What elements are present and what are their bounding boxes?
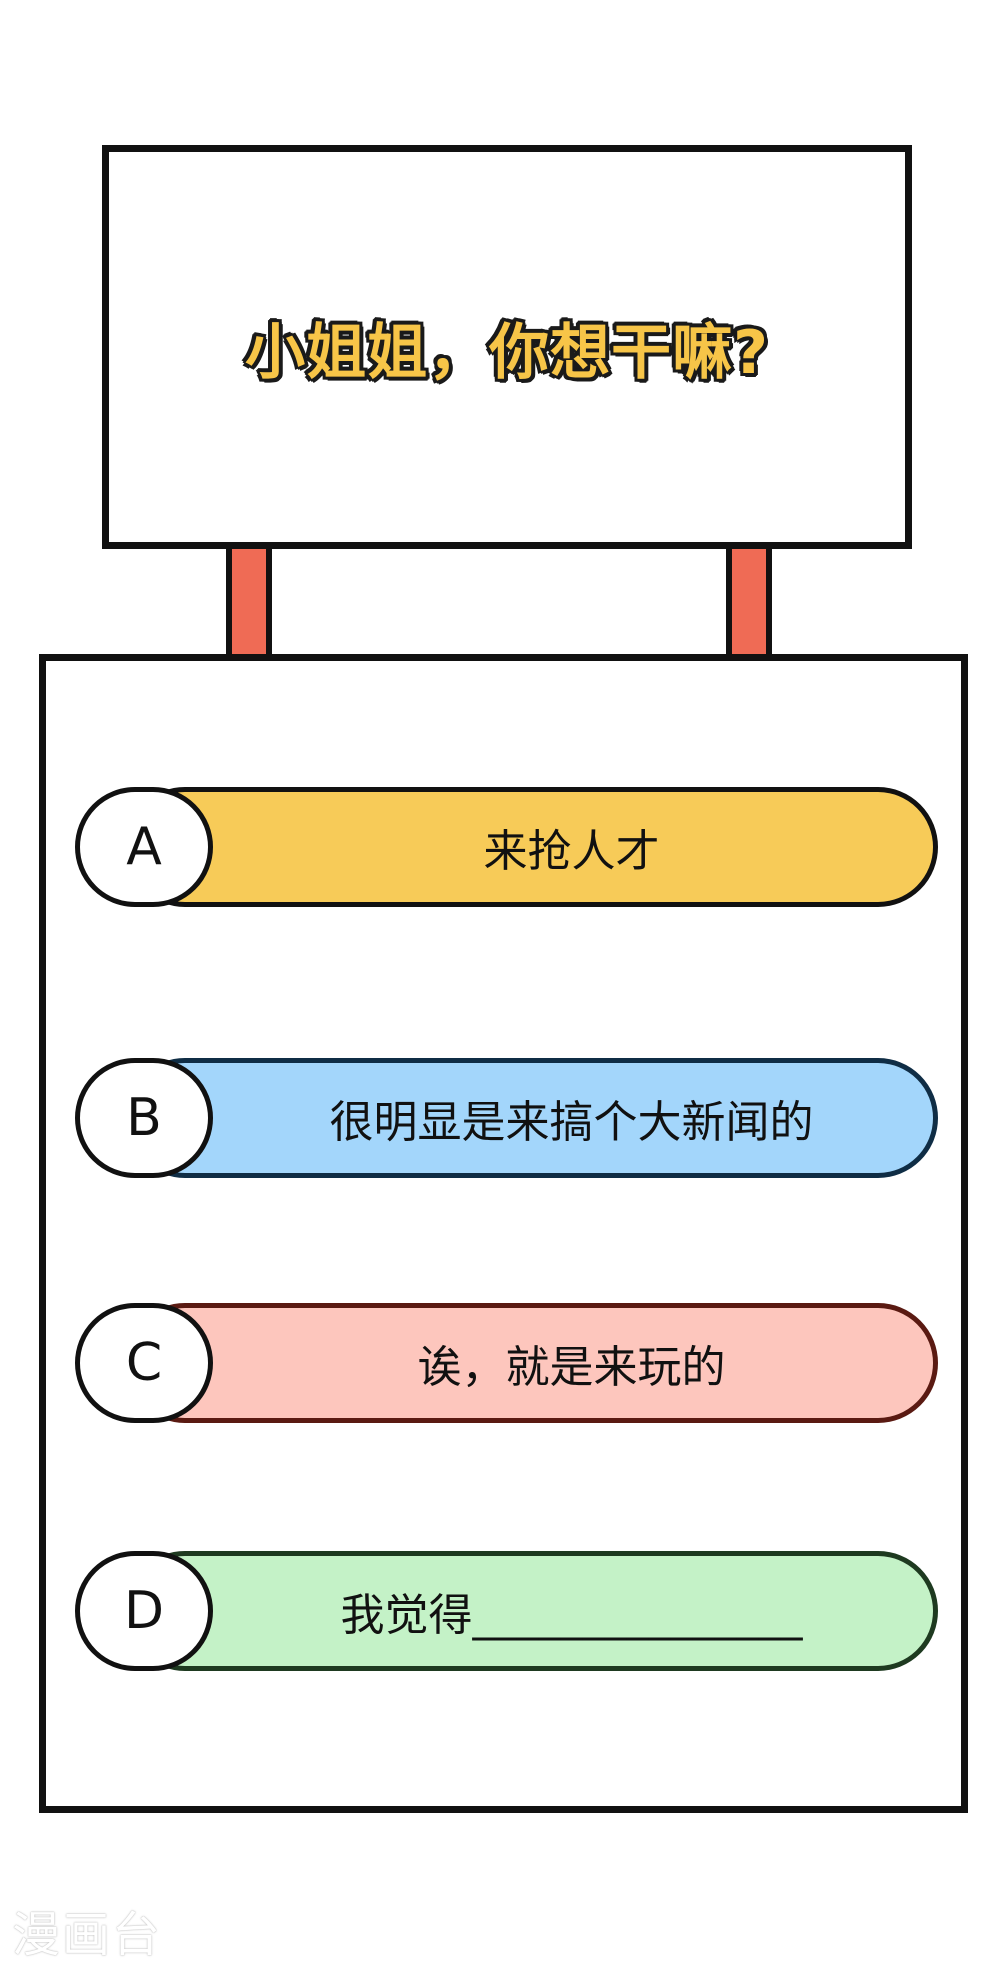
option-d[interactable]: 我觉得_______________ D <box>75 1551 938 1671</box>
option-c-bar[interactable]: 诶，就是来玩的 <box>125 1303 938 1423</box>
watermark-logo: 漫画台 <box>12 1907 163 1963</box>
option-c-badge: C <box>75 1303 213 1423</box>
option-a-badge: A <box>75 787 213 907</box>
option-a-text: 来抢人才 <box>483 826 660 877</box>
option-d-badge: D <box>75 1551 213 1671</box>
question-text: 小姐姐，你想干嘛? <box>245 317 769 388</box>
option-c[interactable]: 诶，就是来玩的 C <box>75 1303 938 1423</box>
sign-post-left <box>226 549 272 659</box>
option-b-badge: B <box>75 1058 213 1178</box>
option-b[interactable]: 很明显是来搞个大新闻的 B <box>75 1058 938 1178</box>
option-a[interactable]: 来抢人才 A <box>75 787 938 907</box>
option-a-bar[interactable]: 来抢人才 <box>125 787 938 907</box>
option-d-text: 我觉得_______________ <box>340 1590 803 1641</box>
option-c-text: 诶，就是来玩的 <box>417 1342 726 1393</box>
sign-post-right <box>726 549 772 659</box>
option-d-bar[interactable]: 我觉得_______________ <box>125 1551 938 1671</box>
question-sign: 小姐姐，你想干嘛? <box>102 145 912 549</box>
option-b-text: 很明显是来搞个大新闻的 <box>329 1097 814 1148</box>
option-b-bar[interactable]: 很明显是来搞个大新闻的 <box>125 1058 938 1178</box>
